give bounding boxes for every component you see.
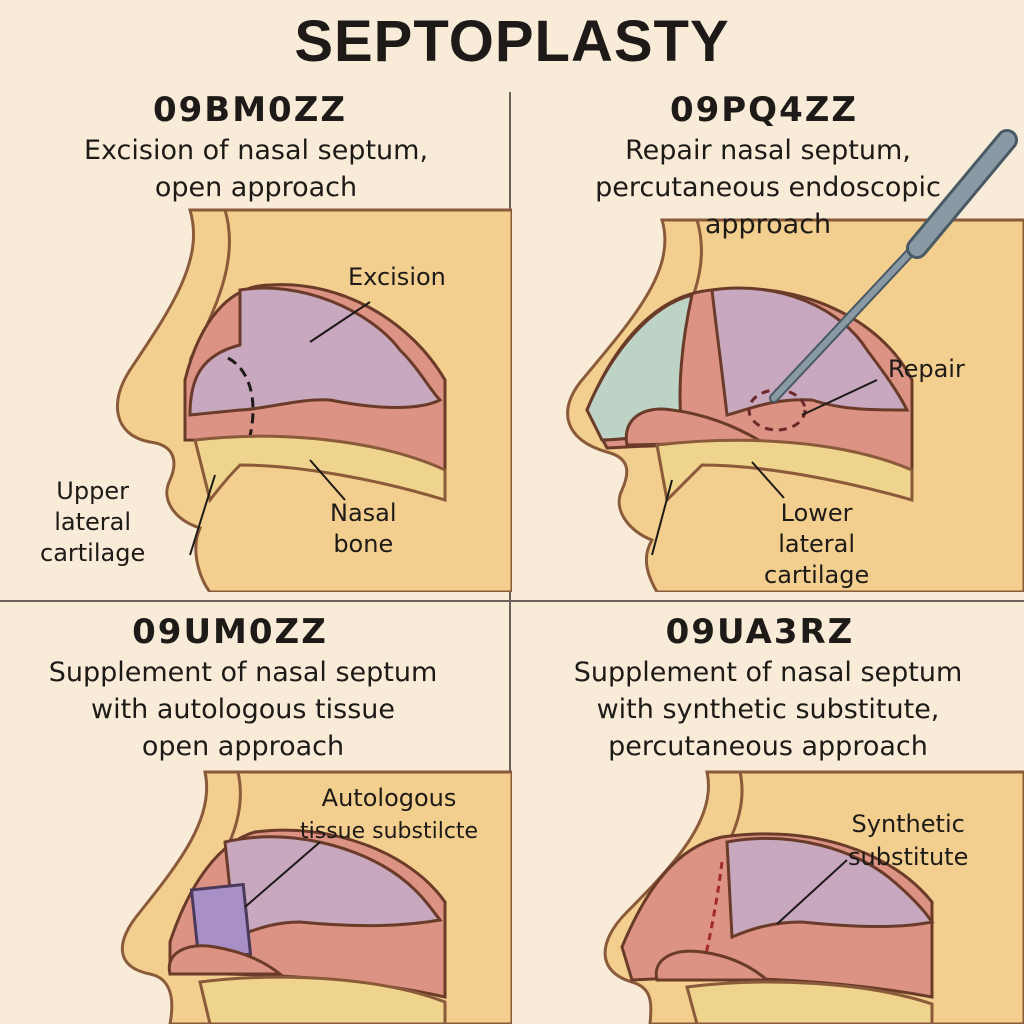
label-repair: Repair [888, 355, 965, 383]
nasal-bone [685, 980, 934, 1024]
nasal-bone [198, 975, 447, 1024]
leader-synthetic [776, 859, 848, 925]
nasal-anatomy-illustration [603, 770, 1024, 1024]
septum-area [710, 286, 910, 417]
inferior-turbinate [624, 407, 768, 447]
inferior-turbinate [167, 944, 285, 976]
procedure-description: Repair nasal septum, percutaneous endosc… [595, 135, 941, 240]
nasal-anatomy-illustration [121, 770, 512, 1024]
nasal-bone [655, 438, 914, 504]
leader-excision [309, 301, 371, 343]
label-lower-lateral-cartilage: Lower lateral cartilage [764, 499, 870, 589]
excision-dashed-line [227, 356, 255, 437]
nasal-anatomy-illustration [116, 208, 512, 592]
panel-supplement-autologous: 09UM0ZZ Supplement of nasal septum with … [0, 602, 512, 1024]
leader-upper-lateral [189, 474, 216, 556]
procedure-description: Supplement of nasal septum with autologo… [48, 657, 438, 762]
leader-lower-lateral [751, 461, 785, 499]
nasal-bone [193, 434, 447, 504]
leader-autologous [244, 841, 321, 908]
page-title: SEPTOPLASTY [294, 9, 730, 74]
label-autologous-tissue: Autologous tissue substilcte [300, 784, 479, 844]
septum-area [188, 286, 443, 417]
instrument-shaft-highlight [771, 237, 925, 401]
leader-repair [801, 379, 878, 416]
procedure-code: 09PQ4ZZ [669, 90, 859, 130]
septum-area [223, 835, 443, 940]
panel-repair: 09PQ4ZZ Repair nasal septum, percutaneou… [512, 80, 1024, 592]
procedure-description: Supplement of nasal septum with syntheti… [573, 657, 963, 762]
nasal-anatomy-illustration [566, 129, 1024, 592]
instrument-handle-highlight [909, 132, 1015, 256]
panel-supplement-synthetic: 09UA3RZ Supplement of nasal septum with … [512, 602, 1024, 1024]
procedure-code: 09BM0ZZ [152, 90, 348, 130]
label-nasal-bone: Nasal bone [330, 499, 397, 558]
label-excision: Excision [348, 263, 446, 291]
label-upper-lateral-cartilage: Upper lateral cartilage [40, 477, 146, 567]
label-synthetic-substitute: Synthetic substitute [848, 810, 969, 871]
leader-nasal-bone [309, 459, 346, 501]
procedure-code: 09UA3RZ [665, 612, 855, 652]
procedure-code: 09UM0ZZ [132, 612, 328, 652]
procedure-description: Excision of nasal septum, open approach [83, 135, 429, 203]
horizontal-divider [0, 600, 1024, 602]
inferior-turbinate [654, 949, 772, 982]
leader-face [651, 479, 673, 556]
panel-excision: 09BM0ZZ Excision of nasal septum, open a… [0, 80, 512, 592]
